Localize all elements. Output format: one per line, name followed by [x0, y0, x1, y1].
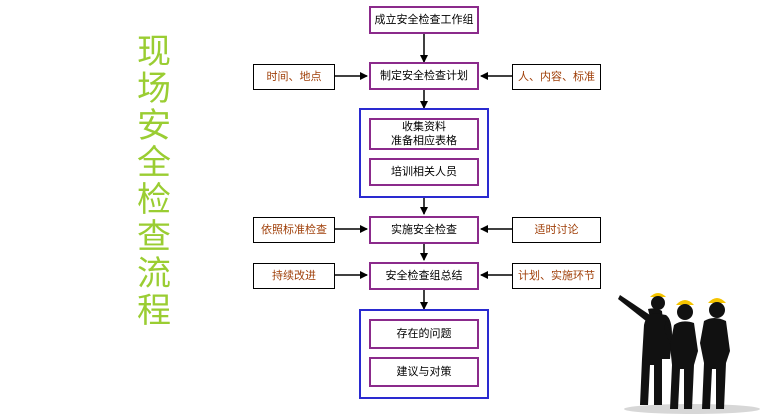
- helmet-icon: [708, 298, 726, 303]
- step-form-team: 成立安全检查工作组: [369, 6, 479, 34]
- title-char: 安: [137, 106, 171, 146]
- helmet-icon: [676, 300, 694, 305]
- side-check-by-standard: 依照标准检查: [253, 217, 335, 243]
- step-train-staff: 培训相关人员: [369, 158, 479, 186]
- title-char: 查: [137, 217, 171, 257]
- side-plan-implementation: 计划、实施环节: [512, 263, 601, 289]
- step-conduct-inspection: 实施安全检查: [369, 216, 479, 244]
- title-char: 现: [137, 32, 171, 72]
- title-char: 流: [137, 254, 171, 294]
- worker-pointing: [618, 295, 676, 405]
- side-time-place: 时间、地点: [253, 64, 335, 90]
- helmet-icon: [650, 293, 666, 297]
- step-make-plan: 制定安全检查计划: [369, 62, 479, 90]
- title-char: 程: [137, 291, 171, 331]
- result-group: [359, 309, 489, 399]
- title-char: 全: [137, 143, 171, 183]
- prep-group: [359, 108, 489, 198]
- step-problems: 存在的问题: [369, 319, 479, 349]
- step-collect-materials: 收集资料 准备相应表格: [369, 118, 479, 150]
- side-people-content-standard: 人、内容、标准: [512, 64, 601, 90]
- step-suggestions: 建议与对策: [369, 357, 479, 387]
- step-summary: 安全检查组总结: [369, 262, 479, 290]
- page-title: 现 场 安 全 检 查 流 程: [134, 34, 174, 330]
- workers-illustration: [618, 293, 760, 414]
- worker-middle: [670, 321, 698, 409]
- title-char: 检: [137, 180, 171, 220]
- title-char: 场: [137, 69, 171, 109]
- worker-right: [700, 318, 730, 409]
- side-continuous-improvement: 持续改进: [253, 263, 335, 289]
- side-timely-discussion: 适时讨论: [512, 217, 601, 243]
